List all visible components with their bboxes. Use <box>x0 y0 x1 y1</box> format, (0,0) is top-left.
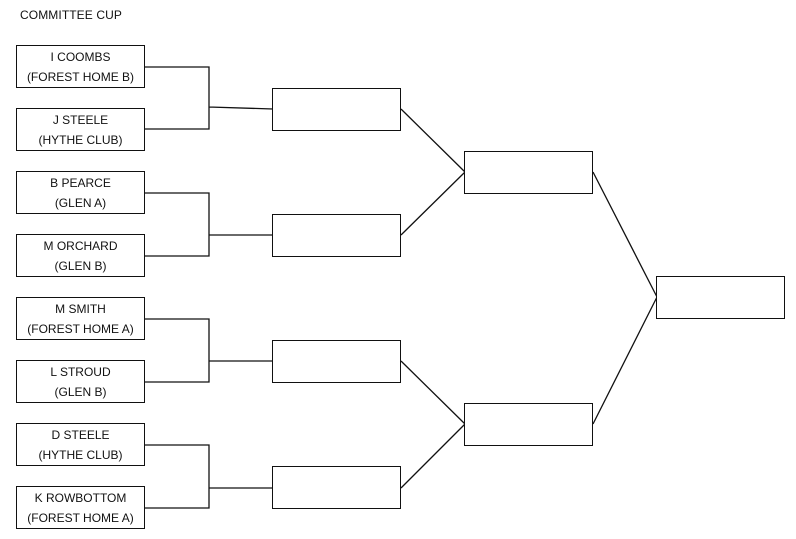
player-name: K ROWBOTTOM <box>34 490 127 505</box>
semifinal-slot-2 <box>464 403 593 446</box>
connector-r1-match1 <box>145 66 274 130</box>
bracket-title: COMMITTEE CUP <box>20 8 122 22</box>
connector-semis <box>592 171 658 425</box>
connector-r1-match4 <box>145 444 273 509</box>
player-box-7: D STEELE (HYTHE CLUB) <box>16 423 145 466</box>
player-box-4: M ORCHARD (GLEN B) <box>16 234 145 277</box>
player-club: (FOREST HOME A) <box>27 321 134 336</box>
player-name: M SMITH <box>55 301 106 316</box>
connector-r1-match3 <box>145 318 273 383</box>
player-name: D STEELE <box>51 427 110 442</box>
player-name: M ORCHARD <box>43 238 118 253</box>
semifinal-slot-1 <box>464 151 593 194</box>
player-name: I COOMBS <box>50 49 111 64</box>
round2-slot-1 <box>272 88 401 131</box>
player-box-6: L STROUD (GLEN B) <box>16 360 145 403</box>
connector-r2-bottom <box>400 360 466 489</box>
player-box-3: B PEARCE (GLEN A) <box>16 171 145 214</box>
player-box-5: M SMITH (FOREST HOME A) <box>16 297 145 340</box>
player-club: (HYTHE CLUB) <box>38 132 123 147</box>
player-box-2: J STEELE (HYTHE CLUB) <box>16 108 145 151</box>
round2-slot-2 <box>272 214 401 257</box>
player-club: (FOREST HOME B) <box>26 69 135 84</box>
player-name: B PEARCE <box>50 175 111 190</box>
player-club: (GLEN B) <box>54 384 107 399</box>
player-club: (HYTHE CLUB) <box>38 447 123 462</box>
connector-r1-match2 <box>145 192 273 257</box>
player-club: (GLEN B) <box>54 258 107 273</box>
final-slot <box>656 276 785 319</box>
connector-r2-top <box>400 108 466 236</box>
player-box-1: I COOMBS (FOREST HOME B) <box>16 45 145 88</box>
player-club: (GLEN A) <box>54 195 107 210</box>
player-box-8: K ROWBOTTOM (FOREST HOME A) <box>16 486 145 529</box>
round2-slot-3 <box>272 340 401 383</box>
player-name: J STEELE <box>52 112 109 127</box>
player-name: L STROUD <box>50 364 111 379</box>
player-club: (FOREST HOME A) <box>27 510 134 525</box>
round2-slot-4 <box>272 466 401 509</box>
